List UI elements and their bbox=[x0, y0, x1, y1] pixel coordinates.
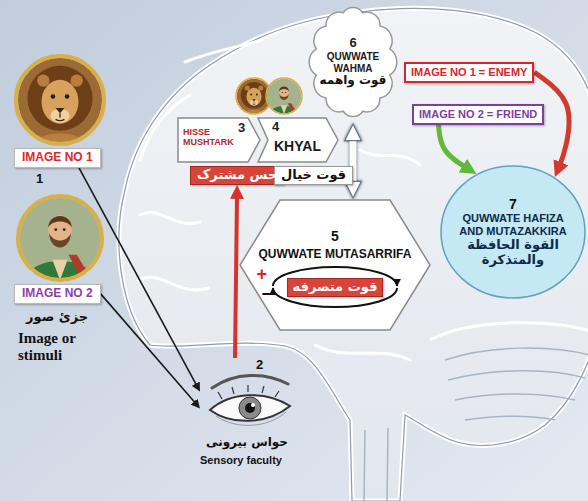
stimulus-line bbox=[101, 294, 197, 404]
faculty-chevron: 4KHYAL bbox=[258, 118, 338, 162]
text-slot: 6 bbox=[349, 36, 356, 51]
node-text: − bbox=[262, 284, 273, 305]
text-slot: IMAGE NO 1 = ENEMY bbox=[411, 66, 527, 79]
text-slot: IMAGE NO 1 bbox=[22, 151, 93, 165]
callout-number: 3 bbox=[238, 121, 245, 136]
stimulus-line bbox=[79, 168, 197, 387]
image-label: IMAGE NO 1 bbox=[14, 148, 101, 168]
image-label: IMAGE NO 2 bbox=[14, 284, 101, 304]
oval-shape bbox=[441, 166, 585, 298]
node-text: القوة الحافظة والمتذكرة bbox=[457, 238, 569, 268]
memory-arrow bbox=[438, 125, 468, 169]
notch-shape bbox=[258, 118, 338, 162]
callout-number: 6 bbox=[349, 36, 356, 51]
sense-arrow bbox=[235, 193, 237, 358]
text-slot: القوة الحافظة والمتذكرة bbox=[457, 238, 569, 268]
label-slot: جزئ صور bbox=[26, 310, 88, 325]
label-slot: 1 bbox=[36, 172, 43, 187]
arabic-term-box: قوت متصرفه bbox=[287, 278, 384, 297]
text-slot: حس مشترک bbox=[197, 168, 277, 183]
text-slot: 4 bbox=[272, 120, 279, 135]
node-text: QUWWATE HAFIZA AND MUTAZAKKIRA bbox=[451, 212, 575, 237]
node-text: IMAGE NO 2 bbox=[22, 287, 93, 301]
text-slot: 7 bbox=[509, 196, 517, 212]
node-text: قوت خیال bbox=[281, 168, 346, 183]
node-text: KHYAL bbox=[274, 138, 321, 154]
node-text: + bbox=[257, 264, 268, 285]
imagined-pictures bbox=[236, 78, 302, 114]
node-text: قوت متصرفه bbox=[293, 280, 378, 295]
text-slot: QUWWATE MUTASARRIFA bbox=[259, 248, 412, 262]
arabic-term-box: حس مشترک bbox=[190, 166, 284, 185]
text-slot: IMAGE NO 2 = FRIEND bbox=[419, 108, 537, 121]
text-slot: حواس بیرونی bbox=[206, 436, 288, 450]
cloud-shape bbox=[309, 7, 397, 116]
node-text: HISSE MUSHTARK bbox=[183, 127, 237, 148]
callout-number: 1 bbox=[36, 172, 43, 187]
text-slot: قوت واهمه bbox=[320, 74, 387, 88]
faculty-chevron: 3HISSE MUSHTARK bbox=[178, 118, 260, 162]
text-slot: قوت خیال bbox=[281, 168, 346, 183]
callout-number: 5 bbox=[331, 228, 339, 244]
memory-oval: 7QUWWATE HAFIZA AND MUTAZAKKIRAالقوة الح… bbox=[440, 165, 586, 299]
text-slot: قوت متصرفه bbox=[293, 280, 378, 295]
node-text: حس مشترک bbox=[197, 168, 277, 183]
chev-shape bbox=[178, 118, 260, 162]
text-slot: IMAGE NO 2 bbox=[22, 287, 93, 301]
text-slot: 5 bbox=[331, 228, 339, 244]
caption-text: Image or stimuli bbox=[18, 330, 96, 365]
brain-outline-shade bbox=[119, 8, 588, 501]
faculty-cloud: 6QUWWATE WAHMAقوت واهمه bbox=[306, 2, 400, 122]
brain-outline bbox=[119, 8, 588, 501]
meaning-box: IMAGE NO 2 = FRIEND bbox=[412, 104, 544, 125]
node-text: QUWWATE WAHMA bbox=[322, 51, 384, 74]
sensory-faculty: 2 حواس بیرونی Sensory faculty bbox=[200, 358, 300, 470]
text-slot: Sensory faculty bbox=[200, 454, 282, 467]
text-slot: KHYAL bbox=[274, 138, 321, 154]
text-slot: 3 bbox=[238, 121, 245, 136]
callout-number: 4 bbox=[272, 120, 279, 135]
hex-shape bbox=[240, 200, 430, 330]
node-text: IMAGE NO 2 = FRIEND bbox=[419, 108, 537, 121]
text-slot: 2 bbox=[256, 358, 263, 373]
label-slot: Image or stimuli bbox=[18, 330, 96, 365]
callout-number: 2 bbox=[256, 358, 263, 373]
node-text: حواس بیرونی bbox=[206, 436, 288, 450]
brain-stem bbox=[364, 428, 388, 501]
meaning-box: IMAGE NO 1 = ENEMY bbox=[404, 62, 534, 83]
node-text: QUWWATE MUTASARRIFA bbox=[259, 248, 412, 262]
caption-arabic: جزئ صور bbox=[26, 310, 88, 325]
text-slot: HISSE MUSHTARK bbox=[183, 127, 237, 148]
node-text: IMAGE NO 1 bbox=[22, 151, 93, 165]
text-slot: QUWWATE WAHMA bbox=[322, 51, 384, 74]
callout-number: 7 bbox=[509, 196, 517, 212]
lion-picture bbox=[16, 56, 104, 144]
node-text: IMAGE NO 1 = ENEMY bbox=[411, 66, 527, 79]
text-slot: − bbox=[262, 284, 273, 305]
arabic-term-box: قوت خیال bbox=[274, 166, 353, 185]
faculty-hexagon: 5QUWWATE MUTASARRIFA +− قوت متصرفه bbox=[240, 200, 430, 330]
eye-picture bbox=[210, 375, 290, 425]
cerebellum bbox=[430, 323, 588, 420]
text-slot: + bbox=[257, 264, 268, 285]
hex-outline bbox=[240, 200, 430, 330]
man-picture bbox=[18, 196, 102, 280]
text-slot: QUWWATE HAFIZA AND MUTAZAKKIRA bbox=[451, 212, 575, 237]
node-text: قوت واهمه bbox=[320, 74, 387, 88]
node-text: Sensory faculty bbox=[200, 454, 282, 467]
